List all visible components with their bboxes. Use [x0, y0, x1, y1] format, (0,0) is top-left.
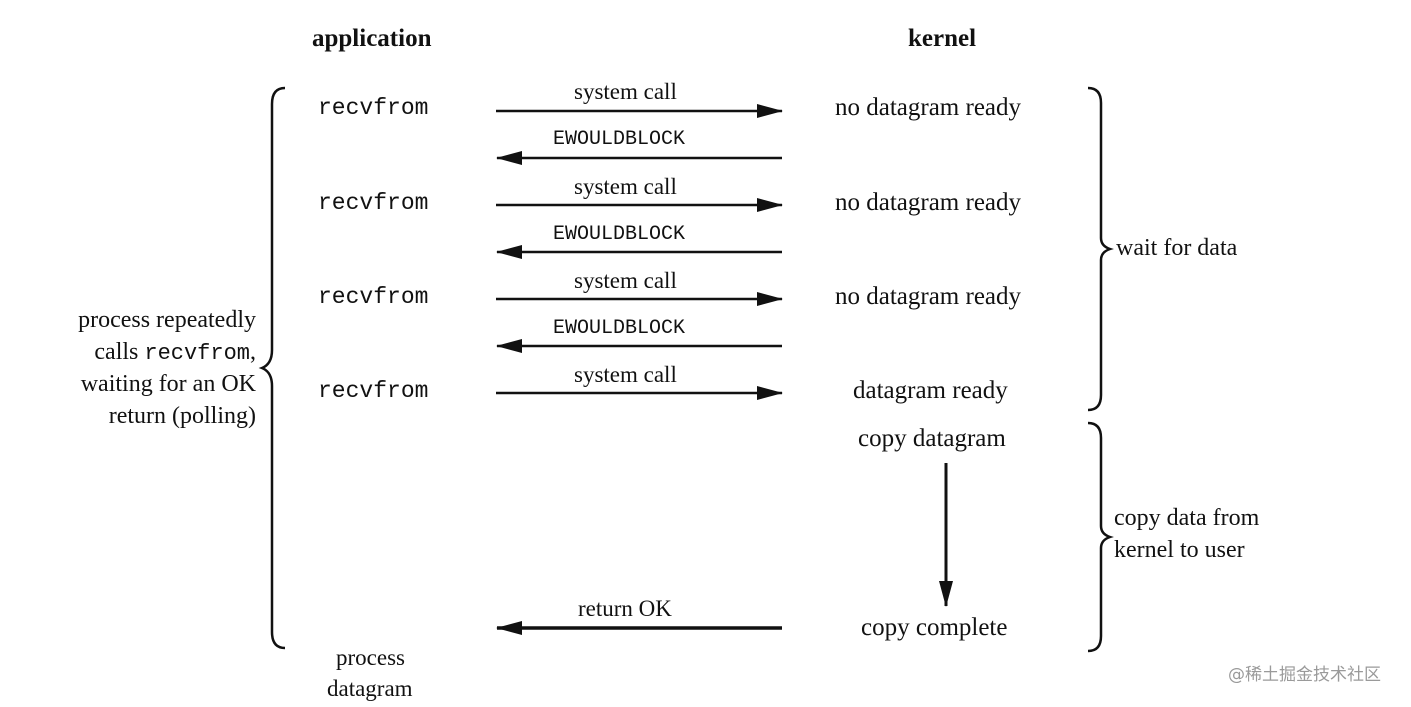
wait-brace [1087, 86, 1114, 412]
request-label-1: system call [574, 79, 677, 104]
left-annotation-line2: calls recvfrom, [94, 336, 256, 370]
kernel-state-1: no datagram ready [835, 94, 1022, 121]
kernel-header: kernel [908, 25, 977, 52]
request-label-3: system call [574, 268, 677, 293]
process-datagram-line1: process [336, 645, 405, 670]
left-brace [258, 86, 286, 650]
left-annotation-line4: return (polling) [108, 403, 256, 429]
left-annotation-line3: waiting for an OK [80, 371, 256, 397]
copy-data-label-line1: copy data from [1114, 505, 1260, 531]
app-call-recvfrom-2: recvfrom [318, 190, 429, 216]
reply-label-1: EWOULDBLOCK [553, 128, 686, 151]
left-annotation-line2-code: recvfrom [144, 341, 250, 366]
kernel-copy-start: copy datagram [858, 425, 1006, 452]
copy-brace [1087, 421, 1114, 653]
left-annotation-line1: process repeatedly [78, 307, 256, 333]
request-label-2: system call [574, 174, 677, 199]
final-reply-label: return OK [578, 596, 672, 621]
reply-label-3: EWOULDBLOCK [553, 317, 686, 340]
application-header: application [312, 25, 432, 52]
kernel-state-2: no datagram ready [835, 189, 1022, 216]
kernel-copy-end: copy complete [861, 614, 1008, 641]
request-label-4: system call [574, 362, 677, 387]
process-datagram-line2: datagram [327, 676, 413, 701]
app-call-recvfrom-1: recvfrom [318, 95, 429, 121]
left-annotation-line2-suffix: , [250, 339, 256, 365]
reply-label-2: EWOULDBLOCK [553, 223, 686, 246]
wait-for-data-label: wait for data [1116, 235, 1238, 261]
watermark: @稀土掘金技术社区 [1228, 665, 1381, 685]
kernel-state-3: no datagram ready [835, 283, 1022, 310]
app-call-recvfrom-3: recvfrom [318, 284, 429, 310]
app-call-recvfrom-4: recvfrom [318, 378, 429, 404]
copy-data-label-line2: kernel to user [1114, 537, 1245, 563]
kernel-state-4: datagram ready [853, 377, 1008, 404]
left-annotation-line2-prefix: calls [94, 339, 145, 365]
